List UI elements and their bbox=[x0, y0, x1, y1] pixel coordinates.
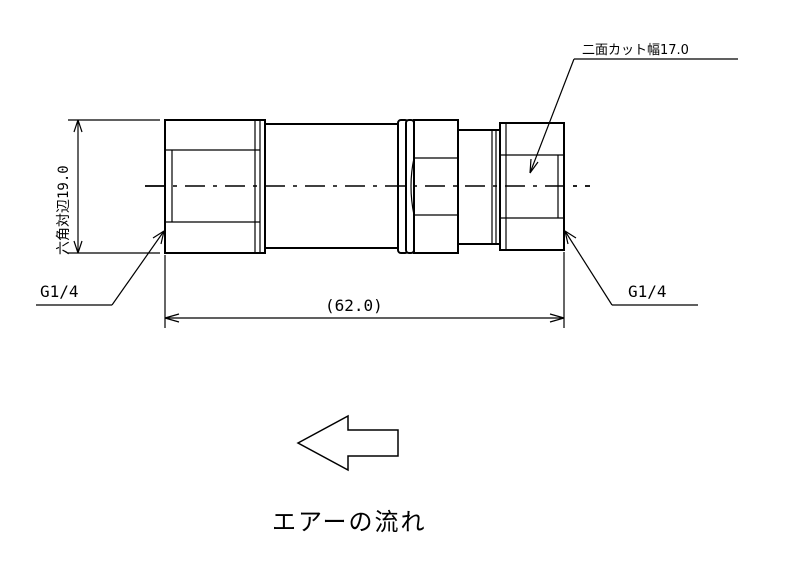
hex-dimension bbox=[68, 119, 160, 254]
middle-hex bbox=[410, 119, 462, 254]
sleeve-body bbox=[264, 123, 401, 249]
flat-width-leader bbox=[529, 58, 738, 174]
left-thread-leader bbox=[36, 230, 165, 306]
plug-body bbox=[457, 129, 501, 245]
air-flow-label: エアーの流れ bbox=[272, 508, 427, 536]
left-thread-label: G1/4 bbox=[40, 282, 79, 301]
right-thread-label: G1/4 bbox=[628, 282, 667, 301]
left-arrow-outline-icon bbox=[296, 414, 399, 472]
right-thread-leader bbox=[564, 230, 698, 306]
length-dimension bbox=[164, 252, 565, 328]
hex-across-flats-label: 六角対辺19.0 bbox=[56, 165, 72, 255]
width-across-flats-label: 二面カット幅17.0 bbox=[582, 43, 689, 58]
overall-length-label: (62.0) bbox=[325, 296, 383, 315]
